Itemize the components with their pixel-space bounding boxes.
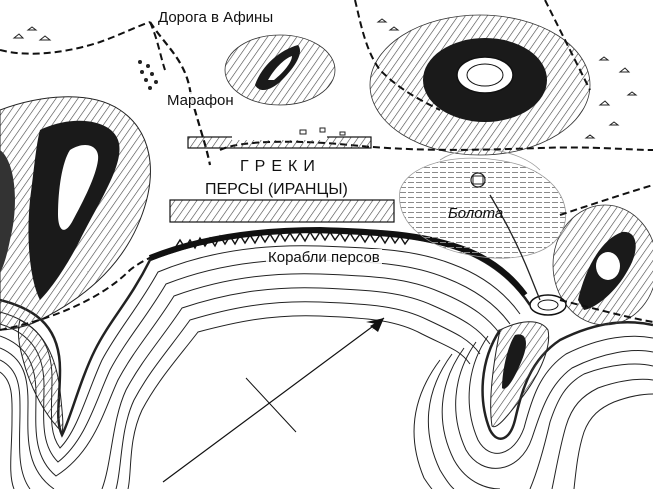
- east-hill: [552, 204, 653, 326]
- left-mountains: [0, 96, 151, 331]
- village-marker: [472, 175, 484, 185]
- tree-cluster: [138, 60, 158, 90]
- ships-label: Корабли персов: [266, 249, 382, 266]
- persian-line: [169, 199, 395, 223]
- ship-row: [174, 230, 411, 250]
- rock-clusters: [12, 18, 638, 139]
- roads: [0, 0, 653, 331]
- ne-mountain: [369, 14, 591, 156]
- left-cape: [17, 319, 64, 433]
- greeks-label: ГРЕКИ: [238, 158, 323, 176]
- town-label: Марафон: [165, 92, 236, 109]
- north-arrow-icon: [162, 317, 385, 483]
- cape-contours: [413, 321, 653, 489]
- stream: [489, 194, 541, 301]
- persians-label: ПЕРСЫ (ИРАНЦЫ): [203, 181, 350, 199]
- east-cape: [490, 294, 567, 428]
- marsh-label: Болота: [448, 205, 504, 222]
- greek-line: [187, 135, 372, 149]
- road-label: Дорога в Афины: [156, 9, 276, 26]
- north-hill: [224, 34, 336, 106]
